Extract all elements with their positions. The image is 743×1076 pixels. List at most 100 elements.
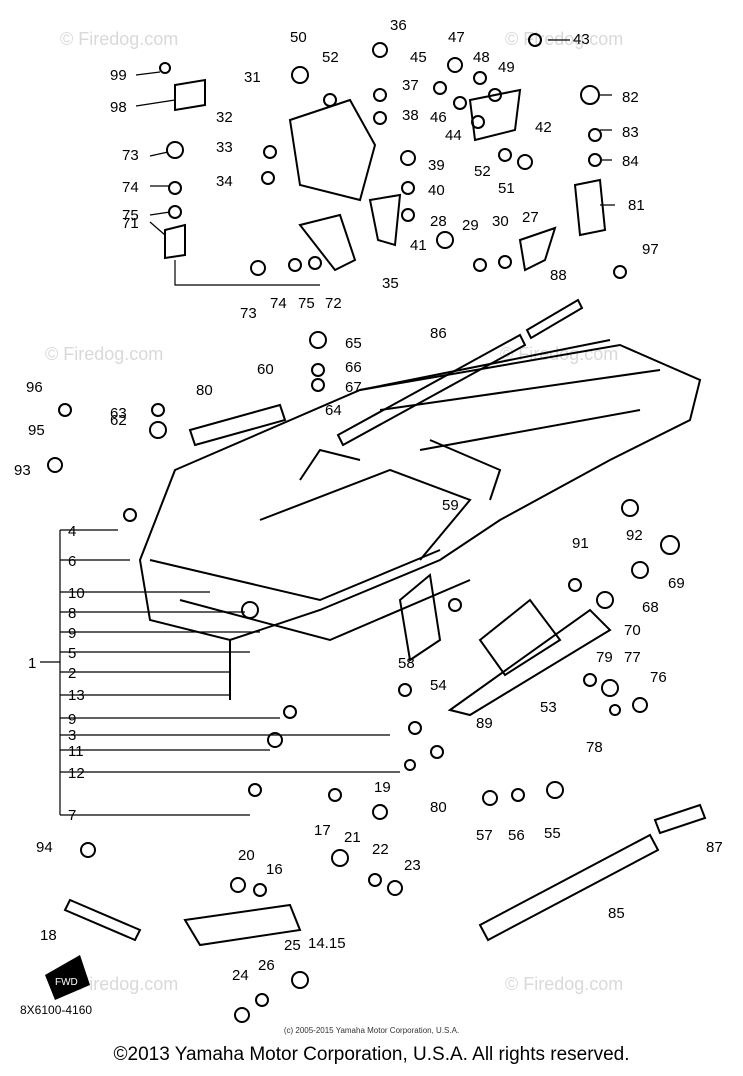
callout: 33 (216, 139, 233, 156)
washer-30 (498, 255, 512, 269)
callout: 9 (68, 711, 76, 728)
callout: 40 (428, 182, 445, 199)
fasteners (47, 33, 680, 1023)
bracket-54 (448, 598, 462, 612)
rail-88 (525, 298, 584, 340)
bracket-71 (164, 223, 186, 260)
bolt-73 (166, 141, 184, 159)
rail-87 (653, 803, 707, 835)
washer-49 (488, 88, 502, 102)
callout: 11 (68, 743, 84, 760)
washer-74 (168, 181, 182, 195)
callout: 35 (382, 275, 399, 292)
shaft-18 (63, 898, 142, 942)
bolt-25 (291, 971, 309, 989)
side-panels (63, 573, 612, 947)
part-code: 8X6100-4160 (20, 1003, 93, 1017)
callout: 77 (624, 649, 641, 666)
panel-53 (447, 608, 612, 717)
watermark: © Firedog.com (60, 29, 178, 49)
bracket-98 (174, 78, 206, 112)
bushing-9 (283, 705, 297, 719)
callout: 86 (430, 325, 447, 342)
bracket-91 (568, 578, 582, 592)
callout: 72 (325, 295, 342, 312)
panel-58 (398, 573, 442, 662)
bracket-3 (408, 721, 422, 735)
callout: 48 (473, 49, 490, 66)
bolt-62 (149, 421, 167, 439)
callout: 62 (110, 412, 127, 429)
callout: 49 (498, 59, 515, 76)
callout: 51 (498, 180, 515, 197)
nut-70 (596, 591, 614, 609)
bolt-47 (447, 57, 463, 73)
callout: 4 (68, 523, 76, 540)
callout: 19 (374, 779, 391, 796)
callout: 7 (68, 807, 76, 824)
watermark: © Firedog.com (60, 974, 178, 994)
washer-33 (263, 145, 277, 159)
callout: 85 (608, 905, 625, 922)
callout: 42 (535, 119, 552, 136)
callout: 30 (492, 213, 509, 230)
bolt-55 (546, 781, 564, 799)
bracket-81 (573, 178, 607, 237)
washer-13 (398, 683, 412, 697)
callout: 22 (372, 841, 389, 858)
callout: 84 (622, 153, 639, 170)
callout: 74 (122, 179, 139, 196)
callout: 23 (404, 857, 421, 874)
callout: 41 (410, 237, 427, 254)
clip-96 (58, 403, 72, 417)
bolt-50 (291, 66, 309, 84)
bushing-10 (241, 601, 259, 619)
washer-83 (588, 128, 602, 142)
callout: 96 (26, 379, 43, 396)
copyright-small: (c) 2005-2015 Yamaha Motor Corporation, … (283, 1026, 460, 1035)
callout: 56 (508, 827, 525, 844)
washer-17 (328, 788, 342, 802)
washer-34 (261, 171, 275, 185)
callout: 32 (216, 109, 233, 126)
callout: 9 (68, 625, 76, 642)
callout: 17 (314, 822, 331, 839)
callout: 78 (586, 739, 603, 756)
callout: 99 (110, 67, 127, 84)
pin-7 (248, 783, 262, 797)
washer-75 (168, 205, 182, 219)
washer-22 (368, 873, 382, 887)
callout: 81 (628, 197, 645, 214)
callout: 16 (266, 861, 283, 878)
callout: 34 (216, 173, 233, 190)
watermark: © Firedog.com (45, 344, 163, 364)
callout: 94 (36, 839, 53, 856)
callout: 20 (238, 847, 255, 864)
clip-43 (528, 33, 542, 47)
callout-labels: 50 36 52 47 48 43 99 31 37 45 49 98 32 3… (14, 17, 723, 984)
washer-52 (323, 93, 337, 107)
callout: 25 (284, 937, 301, 954)
callout: 1 (28, 655, 36, 672)
washer-74b (288, 258, 302, 272)
bolt-94 (80, 842, 96, 858)
bracket-72 (298, 213, 357, 272)
callout: 14.15 (308, 935, 346, 952)
fwd-label: FWD (55, 977, 78, 988)
washer-37 (373, 88, 387, 102)
callout: 31 (244, 69, 261, 86)
watermark: © Firedog.com (505, 974, 623, 994)
callout: 44 (445, 127, 462, 144)
plug-97 (613, 265, 627, 279)
bracket-42 (468, 88, 522, 142)
nut-51 (517, 154, 533, 170)
washer-45 (433, 81, 447, 95)
bracket-35 (368, 193, 402, 247)
bracket-27 (518, 226, 557, 272)
callout: 69 (668, 575, 685, 592)
callout: 73 (240, 305, 257, 322)
callout: 65 (345, 335, 362, 352)
callout: 70 (624, 622, 641, 639)
